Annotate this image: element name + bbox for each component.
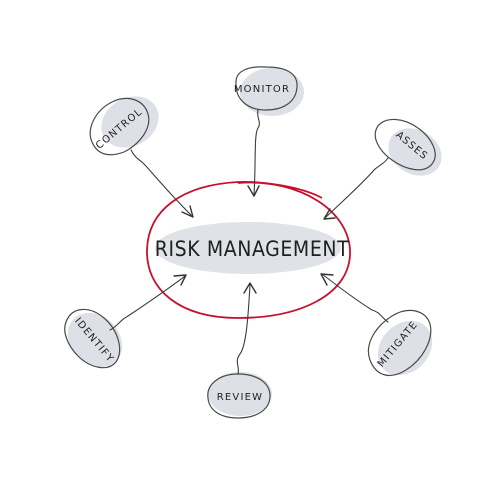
arrow-control xyxy=(181,205,194,218)
node-review-bubble xyxy=(207,373,271,419)
node-identify-shadow xyxy=(67,312,123,368)
node-review: REVIEW xyxy=(207,282,272,419)
arrow-identify xyxy=(173,274,187,286)
arrow-mitigate xyxy=(320,273,334,286)
connector-review xyxy=(236,284,251,375)
arrow-asses xyxy=(323,208,336,220)
node-monitor: MONITOR xyxy=(234,66,304,197)
node-control-bubble xyxy=(89,97,150,156)
node-mitigate-bubble xyxy=(367,309,432,377)
connector-monitor xyxy=(253,109,260,196)
node-identify: IDENTIFY xyxy=(64,274,187,369)
node-asses: ASSES xyxy=(323,118,442,220)
node-asses-bubble xyxy=(374,118,436,171)
center-title: RISK MANAGEMENT xyxy=(155,237,349,261)
node-mitigate-shadow xyxy=(377,320,433,376)
arrow-review xyxy=(243,282,257,294)
node-review-label: REVIEW xyxy=(217,392,263,403)
center-highlight xyxy=(155,222,341,274)
connector-asses xyxy=(324,157,389,219)
node-review-shadow xyxy=(208,372,272,416)
connector-identify xyxy=(109,275,186,331)
connector-control xyxy=(130,149,193,217)
center-red-ring xyxy=(146,180,351,319)
node-monitor-label: MONITOR xyxy=(234,84,290,95)
node-asses-shadow xyxy=(388,128,442,176)
node-mitigate: MITIGATE xyxy=(320,273,433,377)
arrow-monitor xyxy=(247,185,260,197)
center-node: RISK MANAGEMENT xyxy=(146,180,351,319)
node-identify-bubble xyxy=(64,308,121,369)
connector-mitigate xyxy=(321,273,389,323)
node-monitor-bubble xyxy=(235,66,298,111)
